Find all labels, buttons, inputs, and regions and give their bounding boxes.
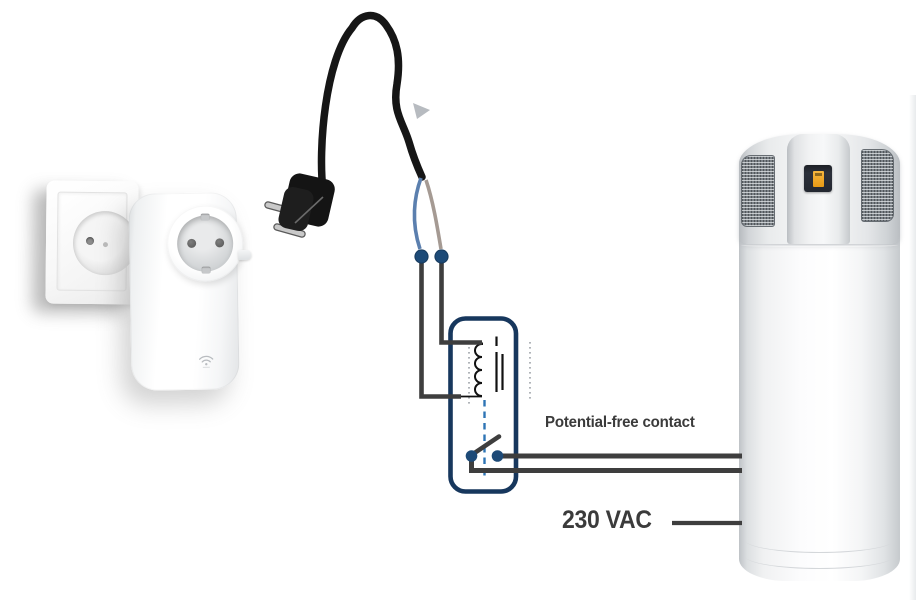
wall-socket <box>45 180 139 305</box>
stripped-wire-brown <box>424 179 443 250</box>
relay-core <box>495 336 504 392</box>
plug-pin-upper <box>264 201 298 216</box>
wall-socket-recess <box>72 210 138 276</box>
contact-wire-lower <box>469 458 742 473</box>
plug-side-latch <box>238 249 252 261</box>
wire-to-coil-left <box>419 260 461 399</box>
wall-socket-hole-left <box>85 236 95 246</box>
wall-socket-center-pin <box>102 242 109 248</box>
plug-earth-clip-top <box>200 213 210 221</box>
photo-edge-strip <box>909 95 916 600</box>
plug-pin-lower-face <box>274 224 305 237</box>
tank-bottom-seam-lower <box>744 542 895 569</box>
heat-pump-water-heater <box>739 134 900 581</box>
plug-nose <box>278 186 314 232</box>
smart-plug <box>128 192 252 391</box>
plug-hole-right <box>215 238 225 248</box>
relay-coil <box>474 342 483 397</box>
plug-socket-recess <box>176 213 234 274</box>
cursor-triangle-icon <box>413 103 430 119</box>
wire-to-coil-right <box>439 260 482 345</box>
plug-pin-upper-face <box>265 202 297 215</box>
heat-pump-top-unit <box>739 134 900 244</box>
vent-grille-left <box>741 155 775 227</box>
control-display <box>804 165 832 192</box>
voltage-label: 230 VAC <box>562 506 652 534</box>
euro-plug <box>264 173 335 238</box>
plug-socket-ring <box>166 204 252 283</box>
relay-box <box>448 316 519 494</box>
stripped-wire-blue <box>412 177 423 250</box>
plug-body <box>283 173 335 227</box>
plug-hole-left <box>187 238 197 248</box>
wifi-icon <box>197 352 215 373</box>
switch-lever <box>470 434 502 457</box>
plug-earth-clip-bottom <box>201 266 211 274</box>
vent-grille-right <box>861 149 894 222</box>
terminal-dot-left <box>414 249 429 264</box>
terminal-dot-right <box>434 249 449 264</box>
plug-highlight <box>294 196 324 224</box>
switch-contact-right <box>491 450 504 462</box>
potential-free-contact-label: Potential-free contact <box>545 414 695 431</box>
control-panel-column <box>787 134 850 244</box>
display-screen <box>813 171 824 187</box>
plug-pin-lower <box>273 223 306 238</box>
switch-contact-left <box>465 450 478 462</box>
power-cord <box>317 11 426 194</box>
tank-seam <box>741 244 898 247</box>
